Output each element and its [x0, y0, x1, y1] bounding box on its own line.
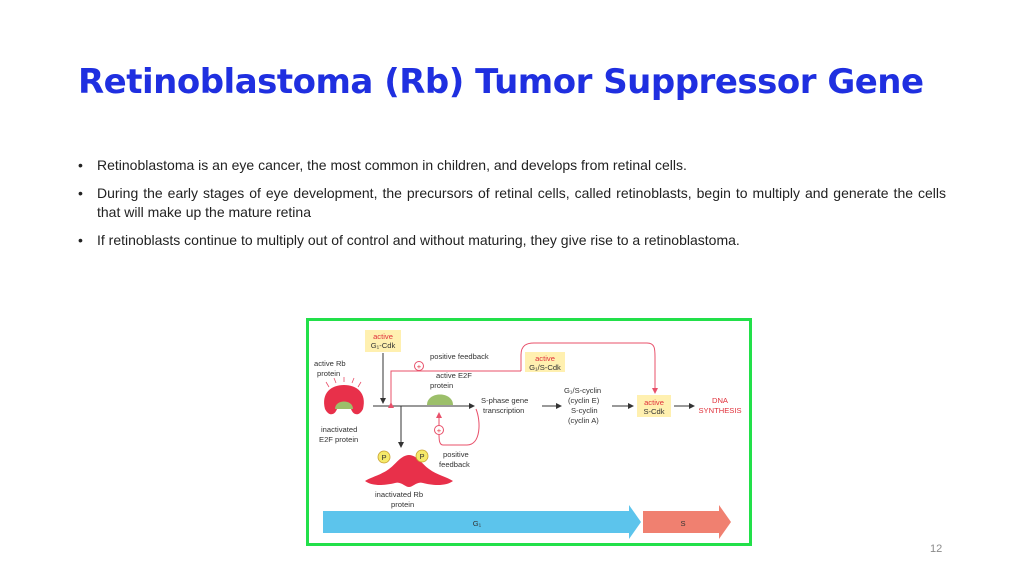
s-cdk-box — [637, 395, 671, 417]
rb-activity-rays — [325, 377, 362, 388]
bullet-list: • Retinoblastoma is an eye cancer, the m… — [78, 156, 946, 259]
inactivated-rb-line2: protein — [391, 500, 414, 509]
positive-feedback-top-label: positive feedback — [430, 352, 489, 361]
cell-cycle-diagram: active G₁-Cdk active Rb protein inactiva… — [306, 318, 752, 546]
g1-cdk-label-line1: active — [373, 332, 393, 341]
g1s-cdk-box — [525, 352, 565, 372]
s-phase-label: S — [680, 519, 685, 528]
bullet-marker: • — [78, 232, 83, 248]
dna-synthesis-line1: DNA — [712, 396, 729, 405]
plus-circle-top — [414, 361, 424, 371]
inactivated-rb-shape — [365, 455, 453, 487]
positive-feedback-bottom-line1: positive — [443, 450, 469, 459]
bound-e2f-shape — [335, 401, 353, 409]
phosphate-right — [415, 449, 429, 463]
cyclins-line4: (cyclin A) — [568, 416, 599, 425]
dna-synthesis-line2: SYNTHESIS — [698, 406, 741, 415]
cyclins-line3: S-cyclin — [571, 406, 598, 415]
s-phase-label-line1: S-phase gene — [481, 396, 528, 405]
active-rb-label-line1: active Rb — [314, 359, 346, 368]
bullet-item: • Retinoblastoma is an eye cancer, the m… — [78, 156, 946, 175]
g1-cdk-box — [365, 330, 401, 352]
g1-phase-label: G₁ — [473, 519, 482, 528]
active-e2f-shape — [427, 394, 453, 405]
positive-feedback-bottom-line2: feedback — [439, 460, 470, 469]
phosphate-left-label: P — [381, 453, 386, 462]
s-cdk-label-line1: active — [644, 398, 664, 407]
cyclins-line2: (cyclin E) — [568, 396, 600, 405]
active-rb-label-line2: protein — [317, 369, 340, 378]
inactivated-rb-line1: inactivated Rb — [375, 490, 423, 499]
feedback-loop-top-left — [388, 370, 521, 408]
bullet-item: • If retinoblasts continue to multiply o… — [78, 231, 946, 250]
bullet-marker: • — [78, 185, 83, 201]
diagram-canvas: active G₁-Cdk active Rb protein inactiva… — [314, 330, 742, 539]
bullet-item: • During the early stages of eye develop… — [78, 184, 946, 222]
s-phase-label-line2: transcription — [483, 406, 524, 415]
g1-cdk-label-line2: G₁-Cdk — [371, 341, 396, 350]
feedback-loop-bottom — [436, 408, 480, 446]
s-phase-arrow — [643, 505, 731, 539]
bullet-marker: • — [78, 157, 83, 173]
s-cdk-label-line2: S-Cdk — [643, 407, 664, 416]
rb-protein-shape — [324, 385, 364, 415]
inactivated-e2f-line1: inactivated — [321, 425, 357, 434]
g1s-cdk-label-line1: active — [535, 354, 555, 363]
slide-title: Retinoblastoma (Rb) Tumor Suppressor Gen… — [78, 62, 924, 102]
page-number: 12 — [930, 543, 943, 555]
active-e2f-label-line2: protein — [430, 381, 453, 390]
inactivated-e2f-line2: E2F protein — [319, 435, 358, 444]
g1-phase-arrow — [323, 505, 641, 539]
g1s-cdk-label-line2: G₁/S-Cdk — [529, 363, 561, 372]
bullet-text: If retinoblasts continue to multiply out… — [97, 232, 740, 248]
phosphate-right-label: P — [419, 452, 424, 461]
feedback-loop-s-cdk — [520, 342, 658, 394]
plus-sign-top: + — [417, 362, 422, 371]
plus-sign-bottom: + — [437, 426, 442, 435]
plus-circle-bottom — [434, 425, 444, 435]
active-e2f-label-line1: active E2F — [436, 371, 472, 380]
bullet-text: Retinoblastoma is an eye cancer, the mos… — [97, 157, 687, 173]
phosphate-left — [377, 450, 391, 464]
bullet-text: During the early stages of eye developme… — [97, 185, 946, 220]
cyclins-line1: G₁/S-cyclin — [564, 386, 601, 395]
